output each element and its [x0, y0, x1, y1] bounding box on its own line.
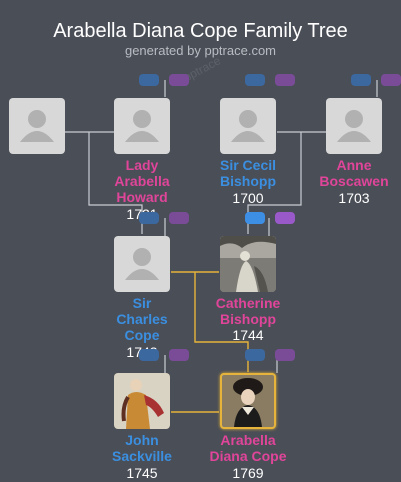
- arabella-diana-cope-photo[interactable]: [220, 373, 276, 429]
- mother-link-icon[interactable]: [169, 212, 189, 224]
- name-line: Sackville: [112, 448, 172, 464]
- name-line: Bishopp: [220, 311, 276, 327]
- name-line: Sir: [132, 295, 152, 311]
- name-line: Cope: [124, 327, 160, 343]
- portrait-engraving-icon: [220, 236, 276, 292]
- person-name-anne-boscawen[interactable]: Anne Boscawen: [299, 157, 401, 189]
- person-name-catherine-bishopp[interactable]: Catherine Bishopp: [193, 295, 303, 327]
- name-line: Sir Cecil: [219, 157, 277, 173]
- person-name-lady-arabella-howard[interactable]: Lady Arabella Howard: [87, 157, 197, 205]
- birth-year: 1744: [232, 327, 264, 343]
- father-link-icon[interactable]: [139, 74, 159, 86]
- name-line: Anne: [336, 157, 372, 173]
- name-line: Boscawen: [319, 173, 389, 189]
- father-link-icon[interactable]: [351, 74, 371, 86]
- person-silhouette-icon: [337, 110, 371, 142]
- john-sackville-photo[interactable]: [114, 373, 170, 429]
- birth-year: 1700: [232, 190, 264, 206]
- catherine-bishopp-photo[interactable]: [220, 236, 276, 292]
- portrait-painting-icon: [222, 375, 274, 427]
- lady-arabella-howard-photo[interactable]: [114, 98, 170, 154]
- page-title: Arabella Diana Cope Family Tree: [53, 20, 348, 42]
- name-line: Charles: [116, 311, 168, 327]
- mother-link-icon[interactable]: [381, 74, 401, 86]
- person-silhouette-icon: [231, 110, 265, 142]
- name-line: Arabella: [114, 173, 170, 189]
- birth-year: 1745: [126, 465, 158, 481]
- name-line: Howard: [116, 189, 168, 205]
- mother-link-icon[interactable]: [275, 349, 295, 361]
- mother-link-icon[interactable]: [275, 212, 295, 224]
- sir-charles-cope-photo[interactable]: [114, 236, 170, 292]
- person-silhouette-icon: [125, 110, 159, 142]
- portrait-painting-icon: [114, 373, 170, 429]
- birth-year: 1703: [338, 190, 370, 206]
- name-line: Lady: [125, 157, 159, 173]
- anne-boscawen-photo[interactable]: [326, 98, 382, 154]
- father-link-icon[interactable]: [245, 212, 265, 224]
- person-silhouette-icon: [20, 110, 54, 142]
- father-link-icon[interactable]: [139, 349, 159, 361]
- father-link-icon[interactable]: [139, 212, 159, 224]
- father-link-icon[interactable]: [245, 349, 265, 361]
- person-name-sir-cecil-bishopp[interactable]: Sir Cecil Bishopp: [193, 157, 303, 189]
- name-line: Bishopp: [220, 173, 276, 189]
- person-name-john-sackville[interactable]: John Sackville: [87, 432, 197, 464]
- person-name-sir-charles-cope[interactable]: Sir Charles Cope: [87, 295, 197, 343]
- mother-link-icon[interactable]: [169, 74, 189, 86]
- page-subtitle: generated by pptrace.com: [124, 43, 277, 58]
- birth-year: 1769: [232, 465, 264, 481]
- name-line: Diana Cope: [209, 448, 287, 464]
- name-line: John: [125, 432, 159, 448]
- name-line: Arabella: [220, 432, 276, 448]
- father-link-icon[interactable]: [245, 74, 265, 86]
- mother-link-icon[interactable]: [169, 349, 189, 361]
- sir-cecil-bishopp-photo[interactable]: [220, 98, 276, 154]
- person-name-arabella-diana-cope[interactable]: Arabella Diana Cope: [193, 432, 303, 464]
- person-silhouette-icon: [125, 248, 159, 280]
- mother-link-icon[interactable]: [275, 74, 295, 86]
- name-line: Catherine: [215, 295, 281, 311]
- unknown-person-card[interactable]: [9, 98, 65, 154]
